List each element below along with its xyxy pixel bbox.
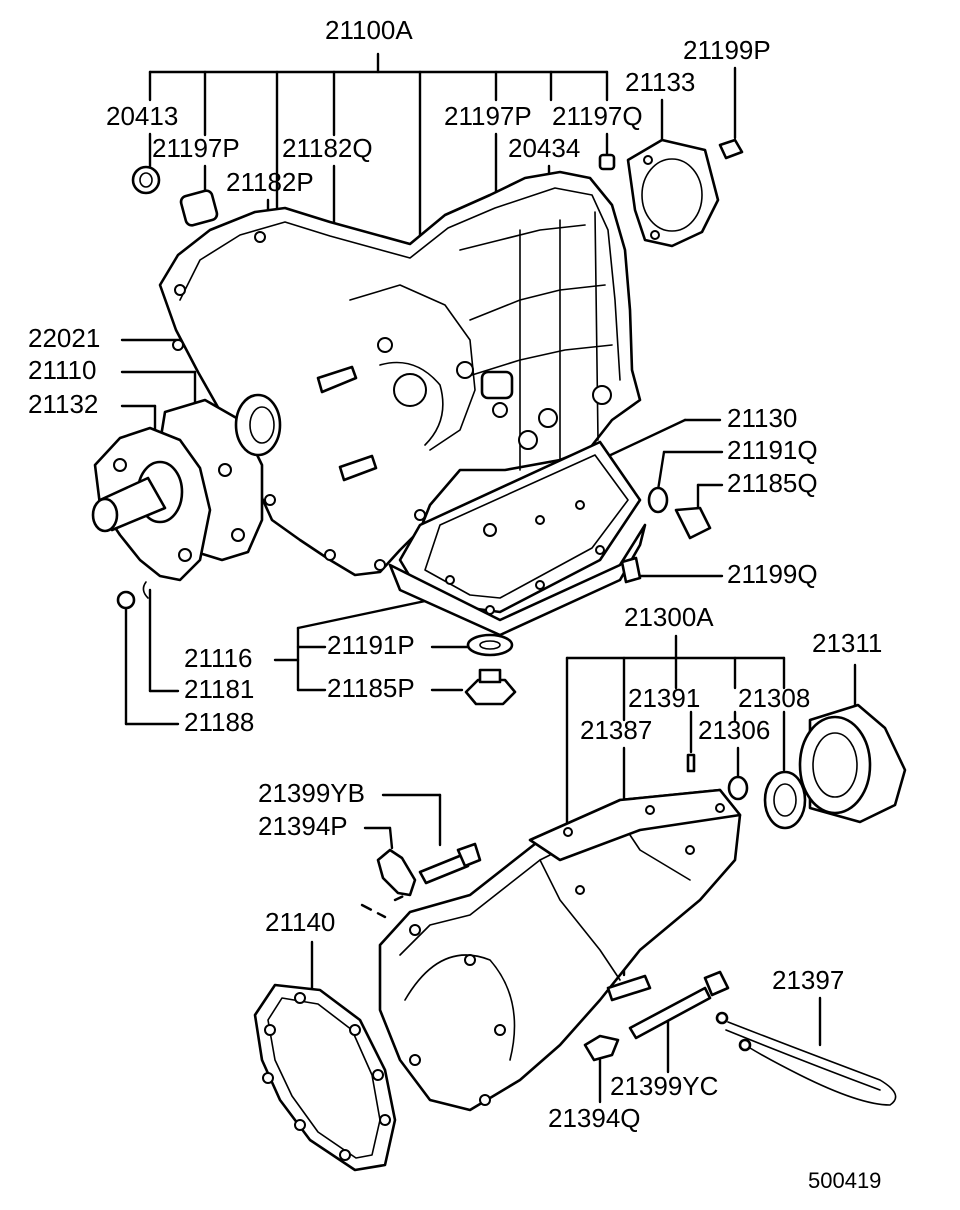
label-21197P-left: 21197P [152,133,240,163]
upper-small-parts [131,138,744,706]
label-21182P: 21182P [226,167,314,197]
label-21140: 21140 [265,907,335,937]
label-21391: 21391 [628,683,700,713]
label-20413: 20413 [106,101,178,131]
label-21300A: 21300A [624,602,714,632]
label-22021: 22021 [28,323,100,353]
figure-id: 500419 [808,1168,881,1193]
label-21185P: 21185P [327,673,415,703]
label-21191P: 21191P [327,630,415,660]
label-21394Q: 21394Q [548,1103,641,1133]
label-21100A: 21100A [325,15,413,45]
label-20434: 20434 [508,133,580,163]
label-21181: 21181 [184,674,254,704]
label-21399YC: 21399YC [610,1071,718,1101]
label-21199Q: 21199Q [727,559,818,589]
label-21197P-right: 21197P [444,101,532,131]
label-21133: 21133 [625,67,695,97]
label-21110: 21110 [28,355,96,385]
label-21197Q: 21197Q [552,101,643,131]
label-21130: 21130 [727,403,797,433]
label-21311: 21311 [812,628,882,658]
transmission-case [158,170,647,637]
label-21188: 21188 [184,707,254,737]
label-21185Q: 21185Q [727,468,818,498]
label-21308: 21308 [738,683,810,713]
label-21397: 21397 [772,965,844,995]
label-21387: 21387 [580,715,652,745]
part-labels: 21100A 20413 21197P 21182Q 21182P 20434 … [28,15,882,1193]
label-21132: 21132 [28,389,98,419]
label-21399YB: 21399YB [258,778,365,808]
label-21182Q: 21182Q [282,133,373,163]
label-21394P: 21394P [258,811,348,841]
extension-housing [253,703,907,1172]
label-21199P: 21199P [683,35,771,65]
label-21116: 21116 [184,643,252,673]
label-21191Q: 21191Q [727,435,818,465]
front-bearing-retainer [91,393,282,610]
label-21306: 21306 [698,715,770,745]
